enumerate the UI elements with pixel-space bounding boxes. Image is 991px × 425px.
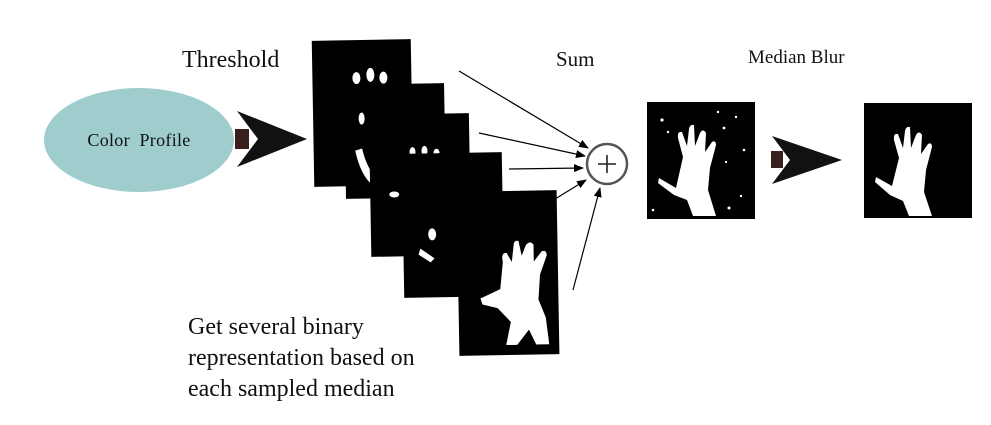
color-profile-text: Color Profile — [87, 129, 191, 150]
hand-silhouette — [480, 240, 550, 346]
converge-arrows — [458, 70, 602, 291]
summed-hand-image — [647, 102, 755, 219]
median-blur-label: Median Blur — [748, 47, 845, 68]
big-arrow-icon — [235, 111, 307, 167]
threshold-frame-5 — [456, 190, 560, 356]
caption: Get several binary representation based … — [188, 312, 415, 405]
big-arrow-icon-2 — [771, 136, 842, 184]
caption-line-3: each sampled median — [188, 376, 395, 402]
color-profile-ellipse — [44, 88, 234, 192]
threshold-label: Threshold — [182, 47, 280, 73]
caption-line-1: Get several binary — [188, 314, 364, 340]
circled-plus-icon — [585, 142, 629, 186]
sum-label: Sum — [556, 47, 595, 71]
blurred-hand-image — [864, 103, 972, 218]
caption-line-2: representation based on — [188, 345, 415, 371]
color-profile-label: Color Profile — [44, 88, 234, 192]
